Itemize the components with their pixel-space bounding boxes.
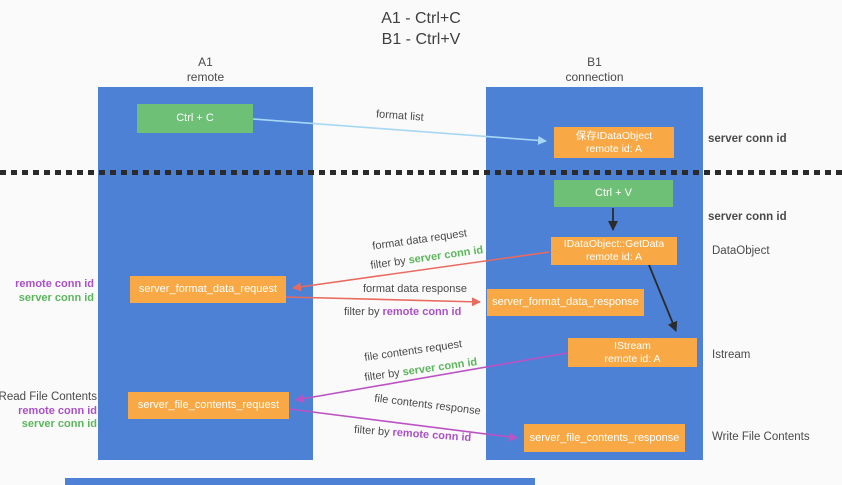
node-getdata: IDataObject::GetData remote id: A [551,237,677,265]
node-server-format-data-request-label: server_format_data_request [138,283,278,295]
filter-key: remote conn id [382,306,462,318]
node-server-file-contents-response: server_file_contents_response [524,424,685,452]
column-a1-name: A1 [198,55,213,69]
file-contents-response-arrow [288,408,518,442]
server-conn-id-label: server conn id [18,291,94,304]
node-server-file-contents-request-label: server_file_contents_request [137,399,280,411]
format-data-request-arrow [292,251,550,292]
server-conn-id-label: server conn id [21,418,97,430]
remote-conn-id-label: remote conn id [18,404,97,417]
section-divider [0,170,842,175]
node-ctrl-v-label: Ctrl + V [595,187,632,199]
title-line-1: A1 - Ctrl+C [381,10,461,27]
istream-label: Istream [712,349,751,361]
node-getdata-line1: IDataObject::GetData [563,238,665,250]
column-b1-name: B1 [587,55,602,69]
file-conn-id-stack: Read File Contents remote conn id server… [0,391,97,432]
node-istream: IStream remote id: A [568,338,697,367]
dataobject-label: DataObject [712,245,770,257]
node-server-file-contents-request: server_file_contents_request [128,392,289,419]
filter-prefix: filter by [353,423,390,439]
node-server-format-data-response-label: server_format_data_response [492,296,639,308]
node-save-dataobject-line1: 保存IDataObject [575,129,653,142]
node-server-format-data-request: server_format_data_request [130,276,286,303]
format-data-response-arrow [285,296,481,307]
remote-conn-id-label: remote conn id [15,278,94,290]
getdata-to-istream-arrow [648,264,678,332]
column-header-a1: A1 remote [98,55,313,85]
node-ctrl-v: Ctrl + V [554,180,673,207]
node-getdata-line2: remote id: A [585,251,643,263]
format-data-response-label: format data response [363,283,467,295]
node-save-dataobject-line2: remote id: A [585,142,643,155]
bottom-blue-strip [65,478,535,485]
node-istream-line2: remote id: A [604,352,661,365]
node-server-format-data-response: server_format_data_response [487,289,644,316]
node-save-dataobject: 保存IDataObject remote id: A [554,127,674,158]
server-conn-id-label-top: server conn id [708,133,787,145]
read-file-contents-label: Read File Contents [0,391,97,403]
write-file-contents-label: Write File Contents [712,431,810,443]
column-header-b1: B1 connection [486,55,703,85]
format-conn-id-stack: remote conn id server conn id [15,278,94,305]
file-contents-request-arrow [295,352,568,404]
column-b1-subtitle: connection [565,70,624,84]
filter-prefix: filter by [344,306,380,318]
title-line-2: B1 - Ctrl+V [381,31,461,48]
diagram-title: A1 - Ctrl+C B1 - Ctrl+V [0,8,842,50]
node-ctrl-c-label: Ctrl + C [176,112,214,124]
format-list-arrow [252,118,547,145]
node-server-file-contents-response-label: server_file_contents_response [529,431,680,444]
node-ctrl-c: Ctrl + C [137,104,253,133]
column-a1-subtitle: remote [186,70,225,84]
server-conn-id-label-mid: server conn id [708,211,787,223]
node-istream-line1: IStream [614,339,651,352]
